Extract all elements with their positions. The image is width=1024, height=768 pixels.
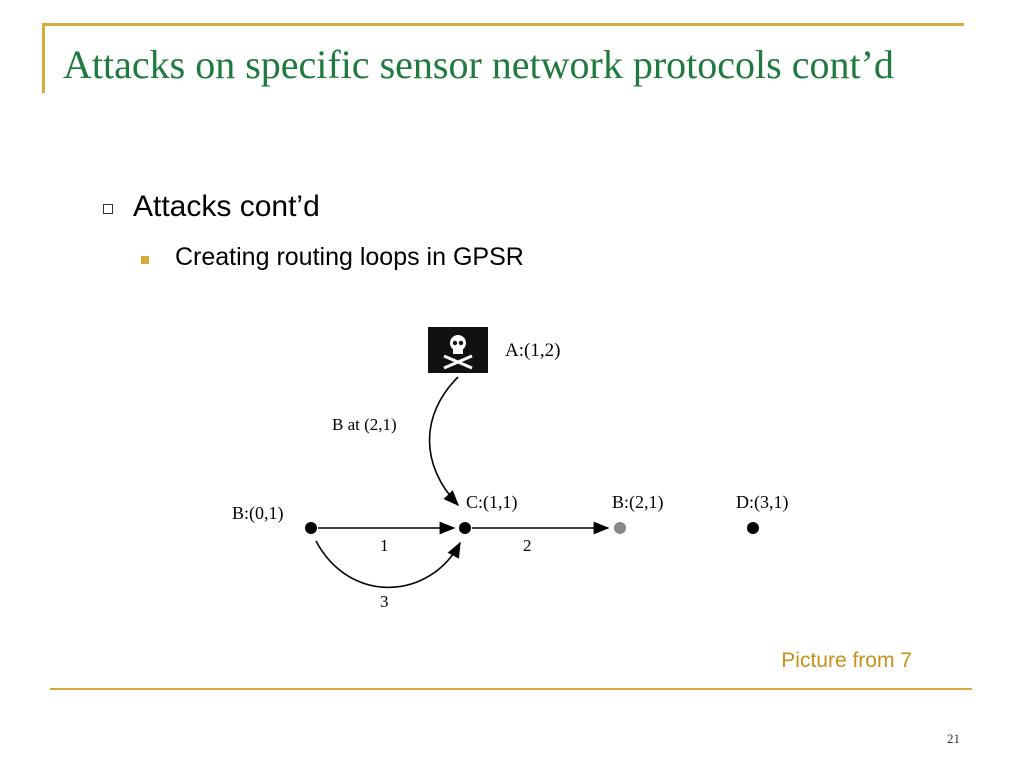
edge-3-arrow (315, 540, 461, 589)
gpsr-routing-loop-diagram: A:(1,2) B at (2,1) B:(0,1) C:(1,1) B:(2,… (232, 327, 789, 611)
filled-square-bullet-icon (141, 255, 149, 264)
picture-caption: Picture from 7 (781, 649, 912, 672)
spoof-message-arrow (428, 376, 460, 507)
bullet-level1-text: Attacks cont’d (133, 190, 320, 223)
edge-2-label: 2 (523, 536, 532, 555)
node-b-target (614, 522, 626, 534)
node-d (747, 522, 759, 534)
slide-number: 21 (947, 731, 960, 746)
node-b-origin-label: B:(0,1) (232, 503, 284, 524)
spoof-label: B at (2,1) (332, 415, 397, 434)
node-b-target-label: B:(2,1) (612, 492, 664, 513)
bullet-level1: Attacks cont’d (103, 190, 320, 224)
top-frame-rule (42, 23, 964, 26)
node-d-label: D:(3,1) (736, 492, 789, 513)
attacker-label: A:(1,2) (505, 340, 560, 361)
node-c-label: C:(1,1) (466, 492, 518, 513)
hollow-square-bullet-icon (103, 204, 113, 214)
bullet-level2-text: Creating routing loops in GPSR (175, 243, 524, 271)
node-c (459, 522, 471, 534)
edge-3-label: 3 (380, 592, 389, 611)
left-frame-rule (42, 23, 45, 93)
node-b-origin (305, 522, 317, 534)
bullet-level2: Creating routing loops in GPSR (141, 243, 524, 272)
skull-crossbones-icon (428, 327, 488, 373)
edge-1-label: 1 (380, 536, 389, 555)
bottom-rule (50, 688, 972, 690)
slide-title: Attacks on specific sensor network proto… (63, 42, 894, 87)
